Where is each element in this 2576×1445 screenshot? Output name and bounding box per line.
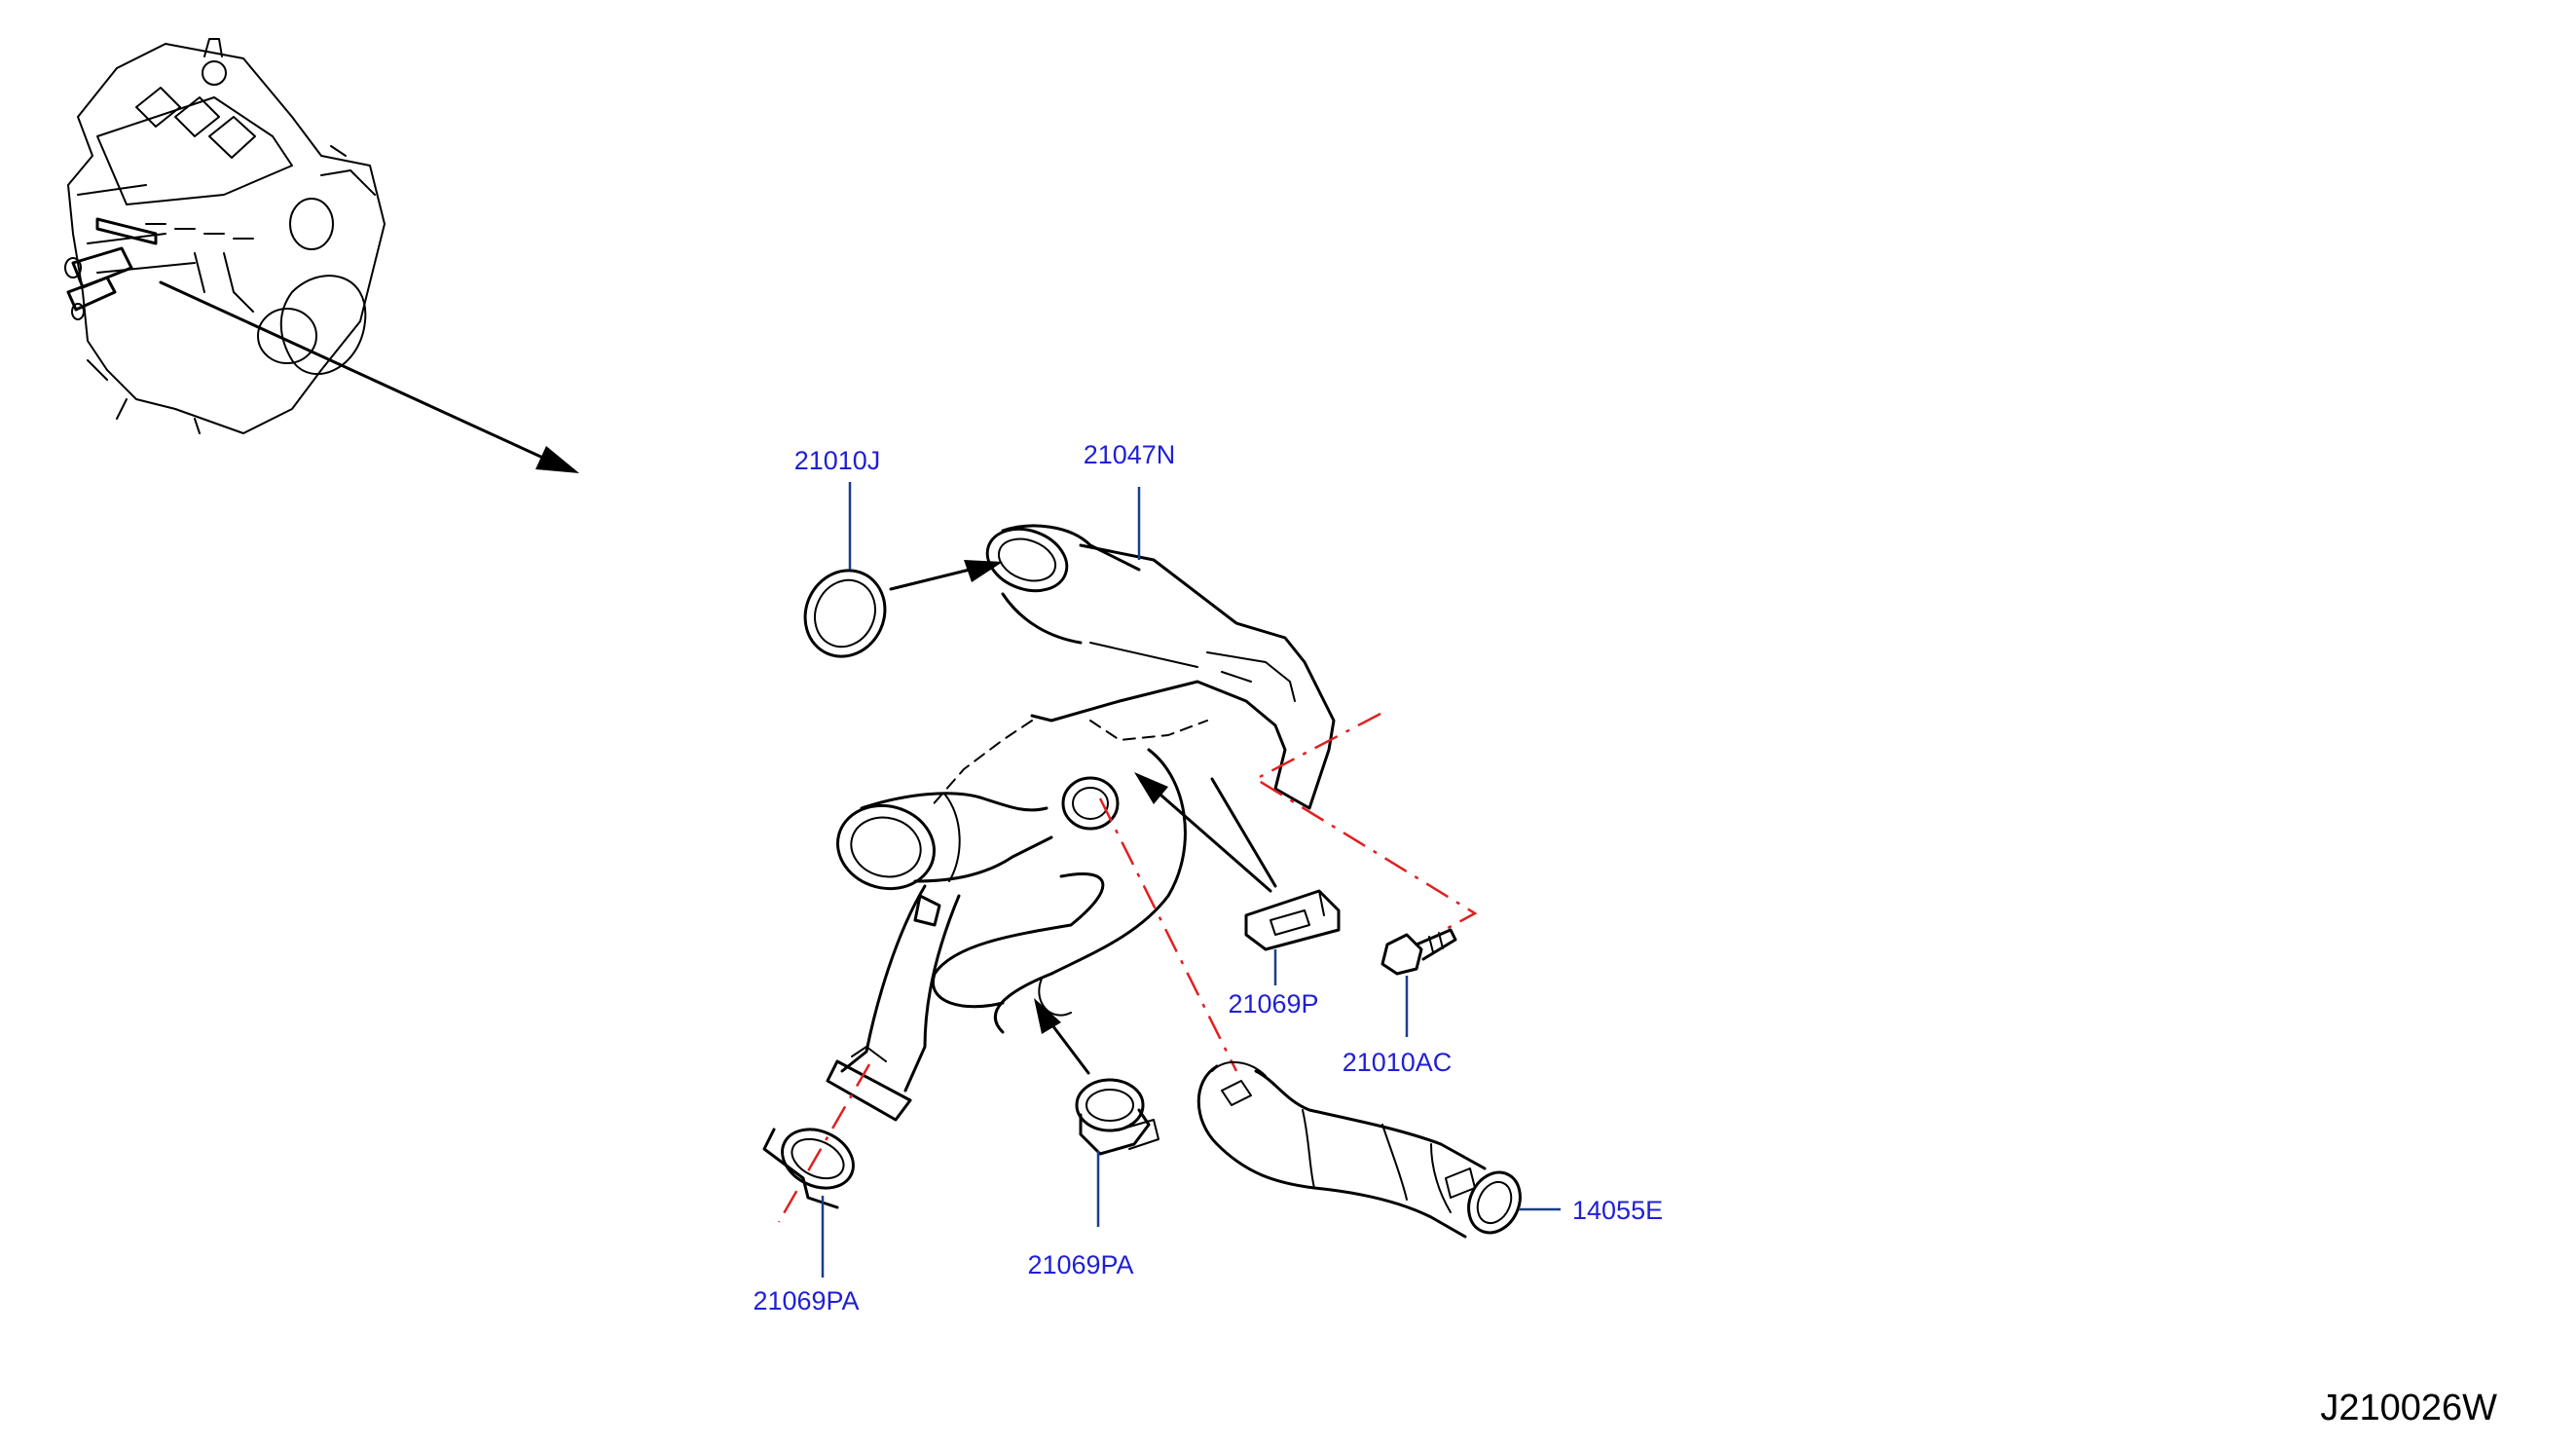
label-clamp-center[interactable]: 21069PA <box>1027 1250 1133 1279</box>
water-pipe-assembly <box>826 524 1336 1122</box>
gasket-ring <box>803 569 887 658</box>
hose-clamp-left <box>762 1128 855 1209</box>
label-pipe[interactable]: 21047N <box>1084 440 1176 469</box>
hose-clamp-center <box>1075 1078 1159 1156</box>
clip-part <box>1244 889 1341 951</box>
label-gasket[interactable]: 21010J <box>794 446 881 475</box>
engine-thumbnail <box>64 38 386 434</box>
label-hose[interactable]: 14055E <box>1572 1196 1663 1225</box>
bolt-part <box>1380 928 1457 976</box>
label-clip[interactable]: 21069P <box>1228 989 1318 1019</box>
label-bolt[interactable]: 21010AC <box>1343 1048 1453 1077</box>
pointer-arrow <box>159 280 579 473</box>
diagram-code: J210026W <box>2320 1388 2497 1428</box>
label-clamp-left[interactable]: 21069PA <box>753 1286 859 1315</box>
hose-part <box>1196 1060 1522 1239</box>
